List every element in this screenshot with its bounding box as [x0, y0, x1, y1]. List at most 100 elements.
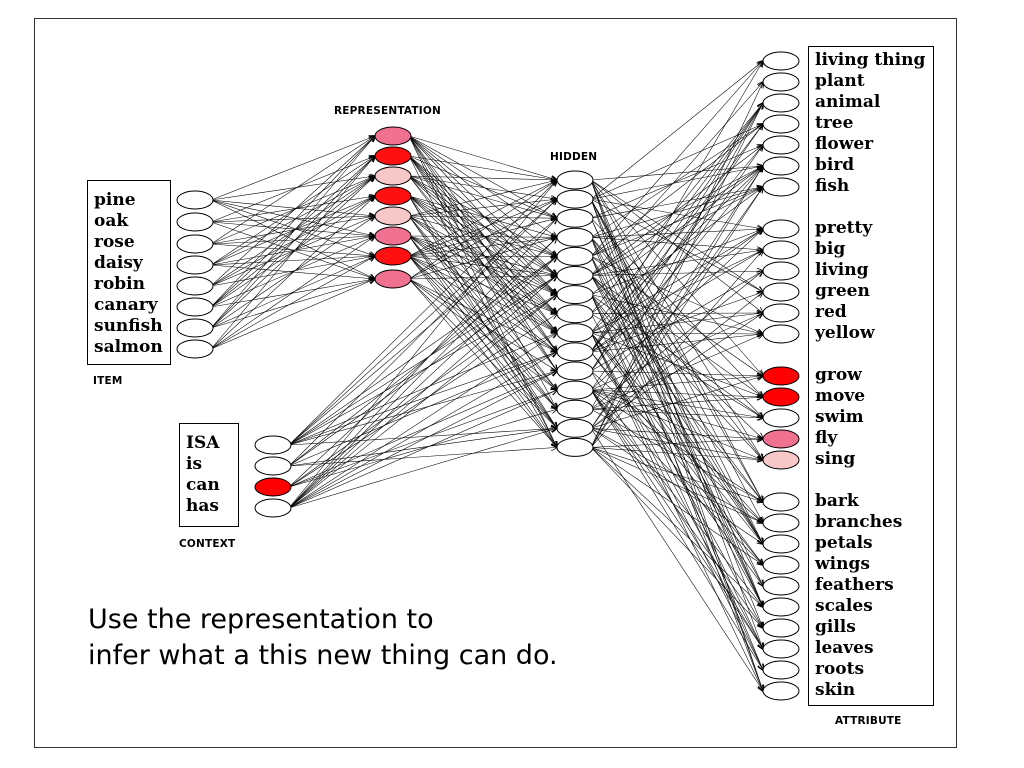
connection-edge: [590, 447, 763, 523]
connection-edge: [590, 124, 763, 353]
connection-edge: [210, 279, 375, 329]
connection-edge: [288, 199, 557, 446]
connection-edge: [590, 250, 763, 353]
connection-edge: [590, 334, 763, 410]
connection-edge: [590, 256, 763, 376]
connection-edge: [210, 176, 375, 329]
connection-edge: [590, 166, 763, 295]
connection-edge: [408, 195, 557, 295]
connection-edge: [408, 237, 557, 257]
connection-edge: [590, 187, 763, 219]
connection-edge: [590, 237, 763, 418]
connection-edge: [590, 229, 763, 334]
connection-edge: [288, 371, 557, 509]
item-node: [176, 234, 214, 254]
connection-edge: [408, 215, 557, 390]
attribute-label: living: [815, 260, 869, 280]
connection-edge: [288, 352, 557, 446]
connection-edge: [590, 124, 763, 200]
attribute-label: fly: [815, 428, 838, 448]
connection-edge: [590, 389, 763, 607]
attribute-node: [762, 303, 800, 323]
context-node: [254, 456, 292, 476]
attribute-node: [762, 492, 800, 512]
attribute-node: [762, 513, 800, 533]
item-node: [176, 318, 214, 338]
connection-edge: [590, 294, 763, 544]
connection-edge: [590, 187, 763, 276]
hidden-node: [556, 418, 594, 438]
connection-edge: [288, 295, 557, 488]
connection-edge: [408, 135, 557, 276]
attribute-node: [762, 429, 800, 449]
context-label: can: [186, 475, 220, 495]
connection-edge: [288, 352, 557, 509]
attribute-node: [762, 387, 800, 407]
connection-edge: [210, 236, 375, 308]
connection-edge: [590, 389, 763, 670]
hidden-node: [556, 189, 594, 209]
connection-edge: [408, 135, 557, 180]
connection-edge: [210, 136, 375, 287]
representation-node: [374, 269, 412, 289]
connection-edge: [590, 198, 763, 292]
attribute-node: [762, 324, 800, 344]
connection-edge: [590, 61, 763, 200]
connection-edge: [590, 370, 763, 376]
connection-edge: [408, 155, 557, 371]
context-label: ISA: [186, 433, 220, 453]
connection-edge: [590, 145, 763, 276]
connection-edge: [288, 199, 557, 467]
connection-edge: [210, 216, 375, 329]
connection-edge: [590, 376, 763, 429]
item-node: [176, 276, 214, 296]
connection-edge: [590, 389, 763, 628]
connection-edge: [210, 199, 375, 216]
connection-edge: [408, 235, 557, 428]
connection-edge: [408, 195, 557, 333]
connection-edge: [288, 371, 557, 488]
connection-edge: [408, 155, 557, 333]
connection-edge: [590, 292, 763, 429]
connection-edge: [408, 195, 557, 256]
attribute-label: sing: [815, 449, 856, 469]
connection-edge: [590, 408, 763, 418]
connection-edge: [590, 256, 763, 670]
attribute-label: skin: [815, 680, 856, 700]
connection-edge: [590, 333, 763, 334]
connection-edge: [288, 237, 557, 488]
connection-edge: [590, 256, 763, 544]
connection-edge: [590, 187, 763, 429]
hidden-node: [556, 266, 594, 285]
attribute-label: bird: [815, 155, 855, 175]
hidden-node: [556, 227, 594, 247]
connection-edge: [210, 256, 375, 350]
connection-edge: [210, 136, 375, 201]
connection-edge: [288, 276, 557, 446]
connection-edge: [210, 196, 375, 266]
connection-edge: [590, 166, 763, 372]
connection-edge: [210, 176, 375, 287]
connection-edge: [590, 179, 763, 376]
connection-edge: [210, 136, 375, 329]
attribute-node: [762, 555, 800, 575]
connection-edge: [590, 275, 763, 545]
connection-edge: [590, 103, 763, 372]
context-label: is: [186, 454, 203, 474]
connection-edge: [288, 256, 557, 467]
item-label: salmon: [94, 337, 163, 357]
connection-edge: [590, 294, 763, 607]
connection-edge: [590, 145, 763, 353]
connection-edge: [288, 256, 557, 509]
attribute-node: [762, 366, 800, 386]
item-node: [176, 339, 214, 359]
connection-edge: [590, 389, 763, 649]
item-node: [176, 212, 214, 232]
connection-edge: [590, 82, 763, 448]
connection-edge: [408, 235, 557, 314]
connection-edge: [210, 199, 375, 256]
connection-edge: [590, 166, 763, 448]
connection-edge: [288, 447, 557, 467]
hidden-node: [556, 361, 594, 381]
